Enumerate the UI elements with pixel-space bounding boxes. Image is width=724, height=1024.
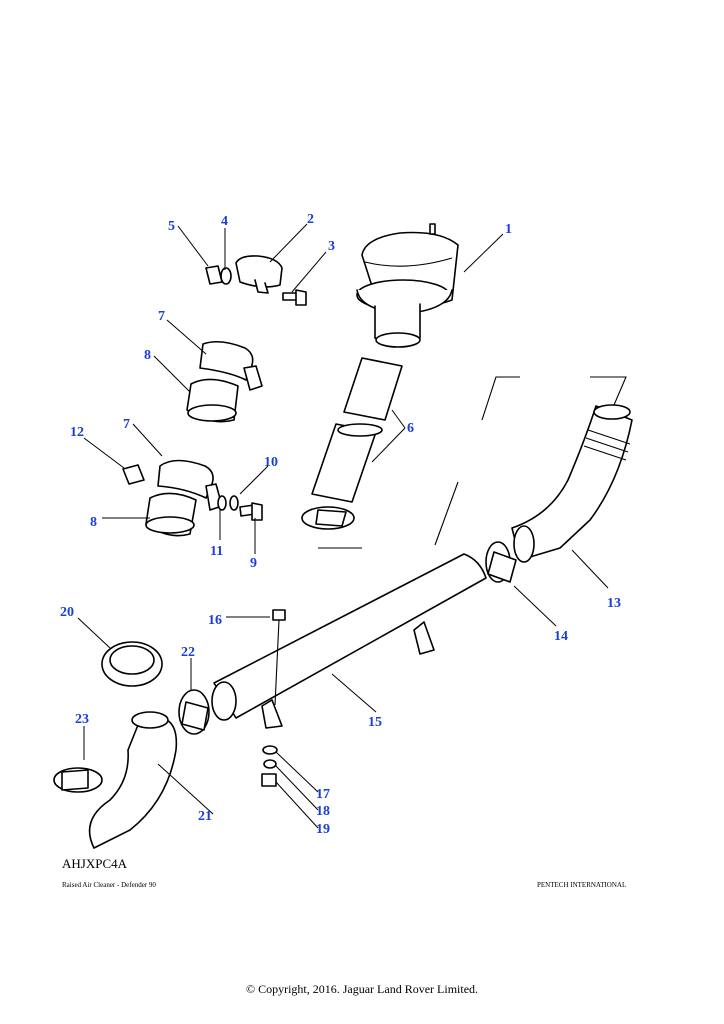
callout-12: 12 (70, 425, 84, 440)
part-hose-21 (88, 711, 178, 849)
callout-7-lower: 7 (123, 417, 130, 432)
callout-20: 20 (60, 605, 74, 620)
callout-17: 17 (316, 787, 330, 802)
callout-2: 2 (307, 212, 314, 227)
part-intake-pipe-6 (311, 357, 403, 503)
part-hose-clip-14 (485, 541, 517, 583)
part-ring-20 (101, 641, 163, 687)
leader-lines (77, 223, 609, 829)
callout-13: 13 (607, 596, 621, 611)
callout-3: 3 (328, 239, 335, 254)
callout-16: 16 (208, 613, 222, 628)
callout-4: 4 (221, 214, 228, 229)
part-main-tube-15 (211, 553, 487, 729)
part-clamp-upper (199, 340, 263, 391)
drawing-reference: AHJXPC4A (62, 856, 128, 871)
callout-6: 6 (407, 421, 414, 436)
part-hose-clip-22 (178, 689, 210, 735)
callout-8-upper: 8 (144, 348, 151, 363)
copyright-notice: © Copyright, 2016. Jaguar Land Rover Lim… (245, 982, 479, 996)
callout-1: 1 (505, 222, 512, 237)
part-washer-nut-4-5 (205, 265, 232, 285)
part-fasteners-16-19 (261, 609, 286, 787)
callout-labels: 1 2 3 4 5 6 7 8 7 8 9 10 11 12 13 14 15 … (60, 212, 621, 837)
part-clamp-small (235, 255, 283, 294)
part-hose-clip-pipe (301, 506, 355, 530)
assembly-guide-lines (318, 376, 627, 549)
part-sleeve-lower (145, 492, 197, 537)
part-sleeve-upper (186, 378, 239, 423)
drawing-title: Raised Air Cleaner - Defender 90 (62, 881, 156, 889)
callout-9: 9 (250, 556, 257, 571)
part-air-cleaner-housing (356, 223, 459, 348)
callout-14: 14 (554, 629, 568, 644)
part-bolt-3 (282, 289, 307, 306)
part-bolt-washers-9-11 (217, 495, 263, 521)
callout-11: 11 (210, 544, 223, 559)
callout-15: 15 (368, 715, 382, 730)
callout-22: 22 (181, 645, 195, 660)
callout-8-lower: 8 (90, 515, 97, 530)
callout-21: 21 (198, 809, 212, 824)
part-hose-13 (511, 404, 633, 563)
callout-7-upper: 7 (158, 309, 165, 324)
part-nut-12 (122, 464, 145, 485)
callout-5: 5 (168, 219, 175, 234)
callout-10: 10 (264, 455, 278, 470)
drawing-publisher: PENTECH INTERNATIONAL (537, 881, 627, 889)
part-hose-clip-23 (53, 767, 103, 793)
callout-23: 23 (75, 712, 89, 727)
callout-19: 19 (316, 822, 330, 837)
callout-18: 18 (316, 804, 330, 819)
